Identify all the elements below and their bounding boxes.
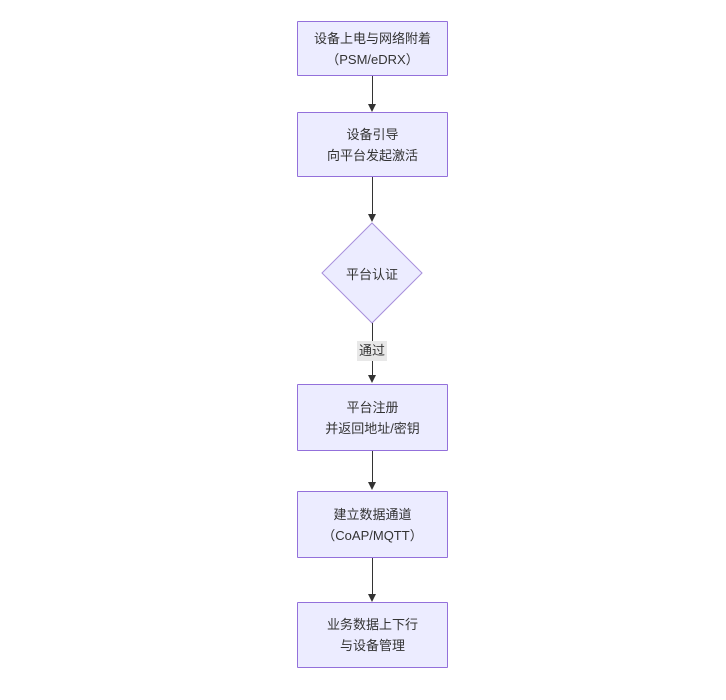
node-text-line: （CoAP/MQTT） [322, 527, 423, 543]
node-text-line: 平台认证 [345, 266, 398, 282]
arrow-boot-to-auth [368, 177, 376, 222]
flow-node-platform-register: 平台注册 并返回地址/密钥 [297, 384, 448, 451]
node-text-line: 平台注册 [346, 399, 399, 415]
node-text-line: 业务数据上下行 [326, 617, 418, 632]
flow-node-bootstrap: 设备引导 向平台发起激活 [297, 112, 448, 177]
arrowhead-down-icon [368, 375, 376, 383]
arrowhead-down-icon [368, 104, 376, 112]
node-text-line: 向平台发起激活 [326, 147, 418, 163]
node-text-line: 并返回地址/密钥 [325, 420, 420, 436]
node-text-line: 与设备管理 [339, 638, 405, 653]
node-text-line: 建立数据通道 [333, 506, 412, 522]
arrowhead-down-icon [368, 482, 376, 490]
edge-label-pass: 通过 [356, 341, 388, 361]
flow-node-platform-auth: 平台认证 [321, 222, 423, 324]
flow-node-power-attach: 设备上电与网络附着 （PSM/eDRX） [297, 21, 448, 76]
node-text-line: 设备引导 [346, 126, 399, 142]
arrowhead-down-icon [368, 594, 376, 602]
arrow-register-to-channel [368, 451, 376, 490]
arrow-channel-to-business [368, 558, 376, 602]
node-text-line: 设备上电与网络附着 [313, 30, 431, 46]
arrow-power-to-boot [368, 76, 376, 112]
flow-node-data-channel: 建立数据通道 （CoAP/MQTT） [297, 491, 448, 558]
node-text-line: （PSM/eDRX） [326, 51, 419, 67]
flow-node-business-data: 业务数据上下行 与设备管理 [297, 602, 448, 668]
arrowhead-down-icon [368, 214, 376, 222]
